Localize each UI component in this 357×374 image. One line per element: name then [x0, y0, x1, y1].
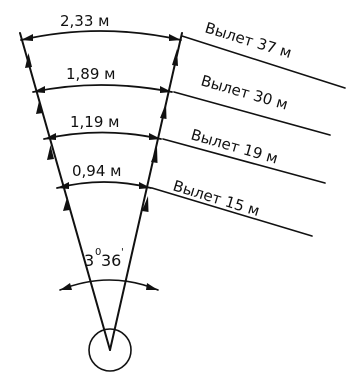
reach-label-1: Вылет 37 м: [203, 19, 294, 62]
width-arc-2: [32, 84, 173, 93]
width-arc-3: [43, 131, 162, 140]
width-label-3: 1,19 м: [70, 113, 119, 131]
angle-arc: [59, 279, 159, 291]
width-label-1: 2,33 м: [60, 12, 109, 30]
width-arc-4: [56, 181, 152, 189]
right-boundary-line: [109, 32, 183, 351]
pivot-circle: [88, 328, 132, 372]
width-arc-1: [20, 30, 182, 41]
left-boundary-line: [19, 32, 111, 351]
angle-degree-mark: 0: [95, 247, 101, 258]
right-boundary-arrows: [142, 49, 178, 212]
reach-line-2: [173, 91, 331, 136]
reach-line-3: [162, 138, 326, 184]
width-label-4: 0,94 м: [72, 162, 121, 180]
reach-label-2: Вылет 30 м: [199, 72, 290, 114]
reach-line-4: [151, 187, 313, 237]
reach-line-1: [181, 35, 346, 89]
angle-minute-mark: ': [121, 247, 124, 258]
angle-minutes: 36: [101, 251, 121, 270]
angle-degrees: 3: [84, 251, 94, 270]
left-boundary-arrows: [25, 53, 70, 211]
width-label-2: 1,89 м: [66, 65, 115, 83]
reach-label-3: Вылет 19 м: [189, 126, 280, 168]
